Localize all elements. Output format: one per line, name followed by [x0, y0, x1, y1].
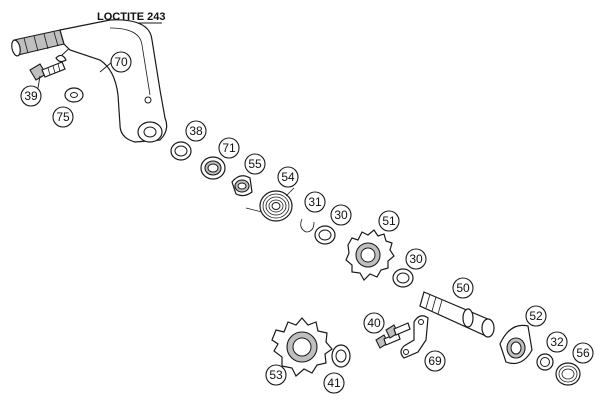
callout-54-label: 54 — [281, 170, 295, 184]
callout-40: 40 — [363, 312, 385, 334]
callout-41-label: 41 — [327, 376, 341, 390]
lever-grip — [13, 29, 65, 56]
detent-ball — [55, 54, 67, 63]
callout-51: 51 — [378, 210, 400, 232]
bolt-39 — [29, 61, 66, 81]
callout-50: 50 — [452, 277, 474, 299]
callout-31-label: 31 — [308, 195, 322, 209]
callout-32: 32 — [546, 331, 568, 353]
callout-52: 52 — [525, 305, 547, 327]
callout-56: 56 — [572, 342, 594, 364]
washer-30-upper — [314, 225, 336, 245]
callout-30-lower-label: 30 — [409, 252, 423, 266]
bushing-55 — [231, 175, 253, 197]
callout-38: 38 — [185, 120, 207, 142]
callout-30-upper: 30 — [330, 204, 352, 226]
washer-41 — [331, 344, 351, 368]
washer-30-lower — [392, 268, 414, 288]
shaft-50 — [419, 291, 495, 338]
circlip-31 — [300, 218, 315, 233]
callout-31: 31 — [304, 191, 326, 213]
callout-69: 69 — [424, 350, 446, 372]
callout-40-label: 40 — [367, 316, 381, 330]
callout-56-label: 56 — [576, 346, 590, 360]
ring-71 — [200, 156, 226, 180]
callout-69-label: 69 — [428, 354, 442, 368]
kickstart-lever — [11, 19, 168, 143]
callout-54: 54 — [277, 166, 299, 188]
callout-38-label: 38 — [189, 124, 203, 138]
seal-38 — [170, 141, 192, 161]
leader-lines — [37, 61, 113, 89]
guide-plate-69 — [400, 315, 429, 359]
callout-71: 71 — [218, 137, 240, 159]
callout-70-label: 70 — [114, 55, 128, 69]
ratchet-52 — [499, 324, 533, 365]
callout-70: 70 — [110, 51, 132, 73]
spring-54 — [245, 187, 295, 222]
callout-50-label: 50 — [456, 281, 470, 295]
callout-71-label: 71 — [222, 141, 236, 155]
callout-41: 41 — [323, 372, 345, 394]
callout-53-label: 53 — [269, 368, 283, 382]
callout-55: 55 — [244, 153, 266, 175]
callout-39: 39 — [20, 85, 42, 107]
callout-32-label: 32 — [550, 335, 564, 349]
callout-75-label: 75 — [56, 110, 70, 124]
callout-52-label: 52 — [529, 309, 543, 323]
callout-75: 75 — [52, 106, 74, 128]
callout-51-label: 51 — [382, 214, 396, 228]
washer-75 — [64, 87, 84, 103]
callout-30-upper-label: 30 — [334, 208, 348, 222]
callout-55-label: 55 — [248, 157, 262, 171]
gear-51 — [345, 229, 395, 281]
lever-arm — [59, 19, 168, 143]
spring-56 — [555, 362, 581, 386]
washer-32 — [536, 353, 554, 371]
callout-39-label: 39 — [24, 89, 38, 103]
gear-53 — [271, 317, 333, 377]
callout-30-lower: 30 — [405, 248, 427, 270]
callout-53: 53 — [265, 364, 287, 386]
bolts-40 — [375, 322, 411, 349]
